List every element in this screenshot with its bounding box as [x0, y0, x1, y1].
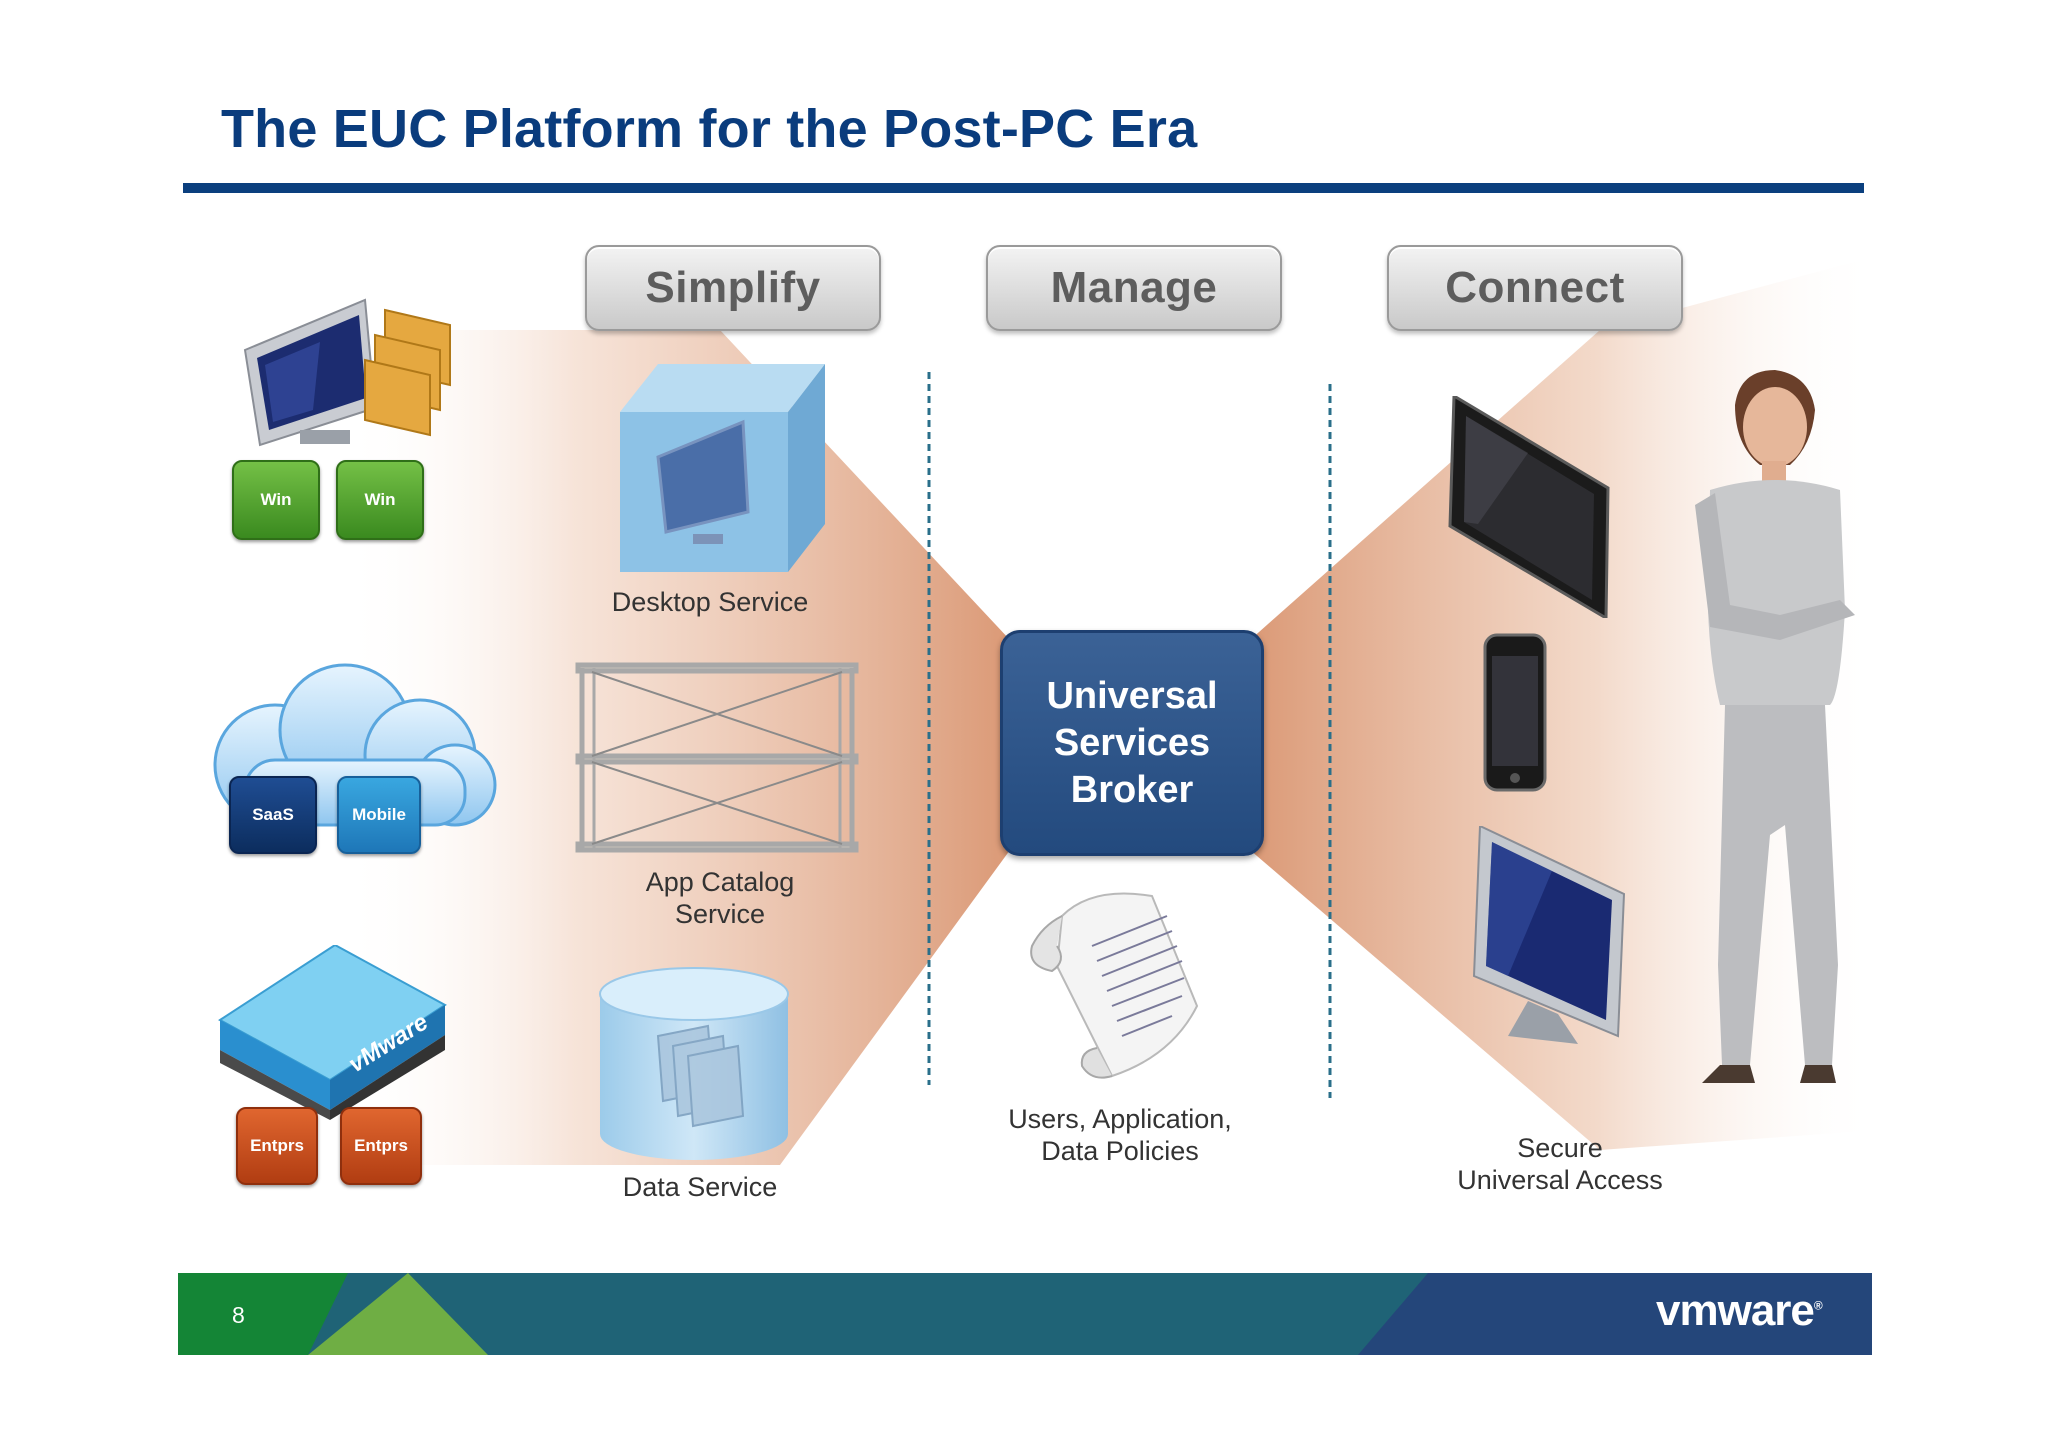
- tablet-icon: [1448, 396, 1610, 618]
- saas-tile: SaaS: [229, 776, 317, 854]
- vmware-logo-text: vmware: [1656, 1286, 1815, 1335]
- win-tile-1: Win: [232, 460, 320, 540]
- entprs-tile-2: Entprs: [340, 1107, 422, 1185]
- vmware-logo: vmware®: [1656, 1286, 1823, 1336]
- data-service-label: Data Service: [622, 1172, 778, 1202]
- entprs-tile-1: Entprs: [236, 1107, 318, 1185]
- page-number: 8: [232, 1302, 245, 1328]
- secure-universal-access-label: Secure Universal Access: [1457, 1133, 1663, 1195]
- desktop-folders-icon: [243, 298, 451, 447]
- slide-title: The EUC Platform for the Post-PC Era: [221, 99, 1198, 159]
- user-person-icon: [1695, 370, 1855, 1083]
- desktop-service-label: Desktop Service: [611, 587, 809, 617]
- desktop-monitor-icon: [1472, 826, 1626, 1044]
- connect-header: Connect: [1387, 245, 1683, 331]
- mobile-tile: Mobile: [337, 776, 421, 854]
- title-divider: [183, 183, 1864, 193]
- universal-services-broker: Universal Services Broker: [1000, 630, 1264, 856]
- left-beam: [340, 330, 1010, 1165]
- policies-label: Users, Application, Data Policies: [1008, 1104, 1232, 1166]
- data-service-cylinder-icon: [599, 967, 789, 1160]
- manage-header: Manage: [986, 245, 1282, 331]
- app-catalog-service-label: App Catalog Service: [645, 867, 795, 929]
- registered-mark: ®: [1813, 1298, 1823, 1313]
- vmware-server-icon: vMware: [218, 945, 447, 1120]
- smartphone-icon: [1483, 633, 1547, 792]
- win-tile-2: Win: [336, 460, 424, 540]
- policy-scroll-icon: [1030, 892, 1199, 1079]
- simplify-header: Simplify: [585, 245, 881, 331]
- desktop-service-cube-icon: [620, 364, 825, 572]
- app-catalog-shelf-icon: [575, 662, 859, 853]
- footer-bar: [178, 1273, 1872, 1355]
